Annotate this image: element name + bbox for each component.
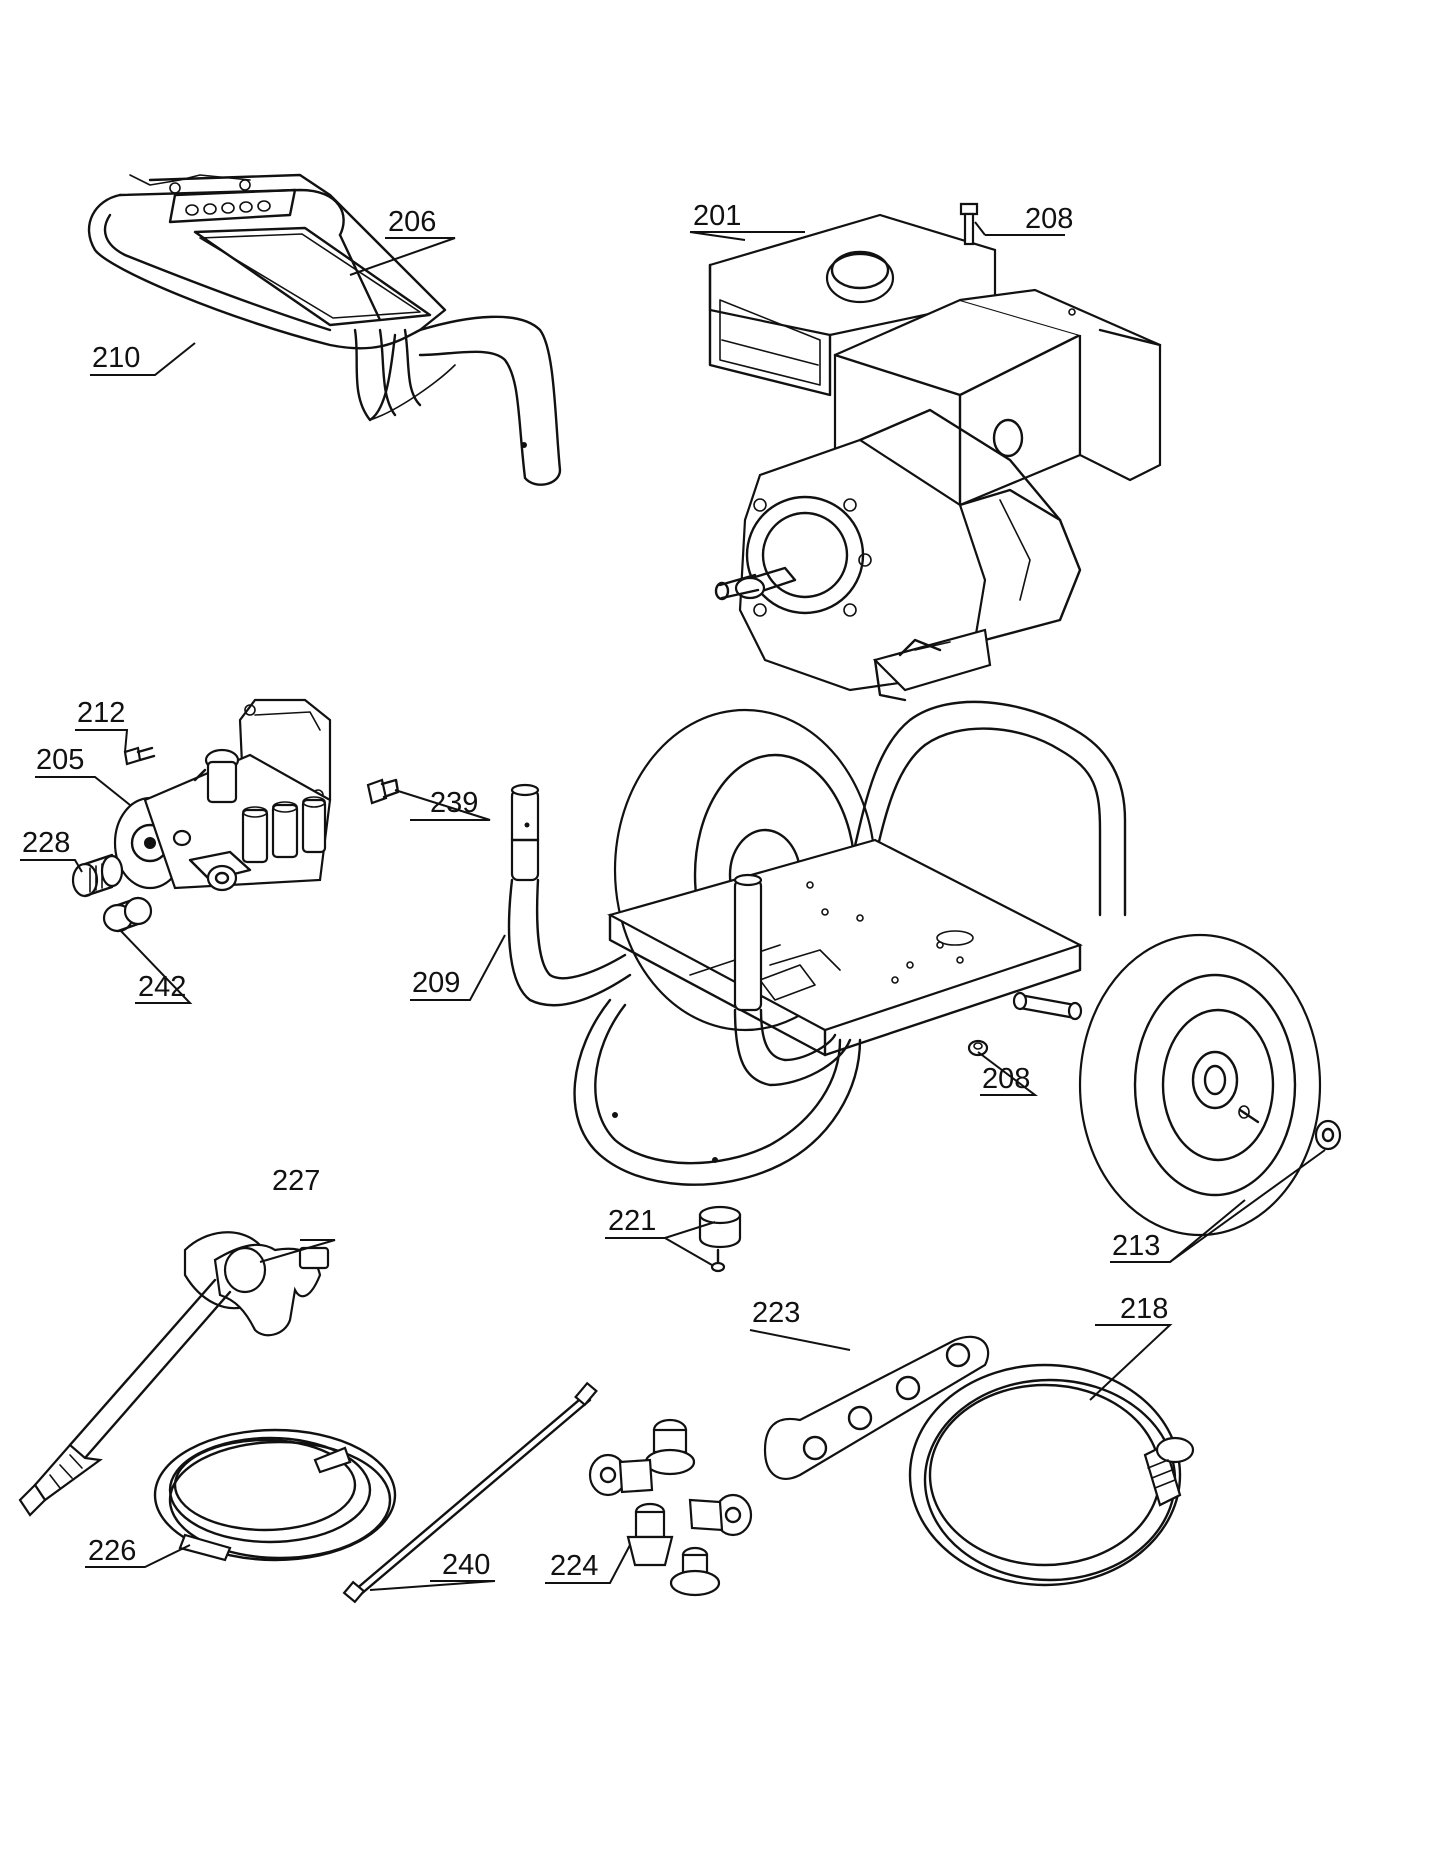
callout-240: 240 [442,1549,490,1581]
mounting-bracket [763,1335,990,1480]
callout-227: 227 [272,1165,320,1197]
callout-201: 201 [693,200,741,232]
callout-221: 221 [608,1205,656,1237]
fitting-239 [366,778,400,805]
callout-labels: 201 206 208 210 212 205 228 242 239 209 … [22,200,1168,1582]
nozzle-set [588,1418,753,1597]
callout-208-upper: 208 [1025,203,1073,235]
cart-frame [507,700,1342,1237]
engine [708,213,1162,702]
callout-210: 210 [92,342,140,374]
callout-212: 212 [77,697,125,729]
callout-226: 226 [88,1535,136,1567]
pump [113,698,332,892]
callout-206: 206 [388,206,436,238]
callout-205: 205 [36,744,84,776]
fitting-228 [71,853,124,898]
bolt-208 [959,202,979,246]
callout-218: 218 [1120,1293,1168,1325]
fitting-242 [102,896,153,933]
spray-wand [342,1381,598,1604]
spray-gun [18,1231,330,1517]
leader-lines [20,221,1326,1591]
fitting-212 [123,746,156,766]
callout-213: 213 [1112,1230,1160,1262]
pressure-hose-coil [908,1363,1195,1587]
callout-239: 239 [430,787,478,819]
callout-228: 228 [22,827,70,859]
callout-223: 223 [752,1297,800,1329]
callout-224: 224 [550,1550,598,1582]
callout-242: 242 [138,971,186,1003]
callout-208-lower: 208 [982,1063,1030,1095]
garden-hose-coil [153,1428,397,1562]
handle-assembly [87,173,562,486]
callout-209: 209 [412,967,460,999]
